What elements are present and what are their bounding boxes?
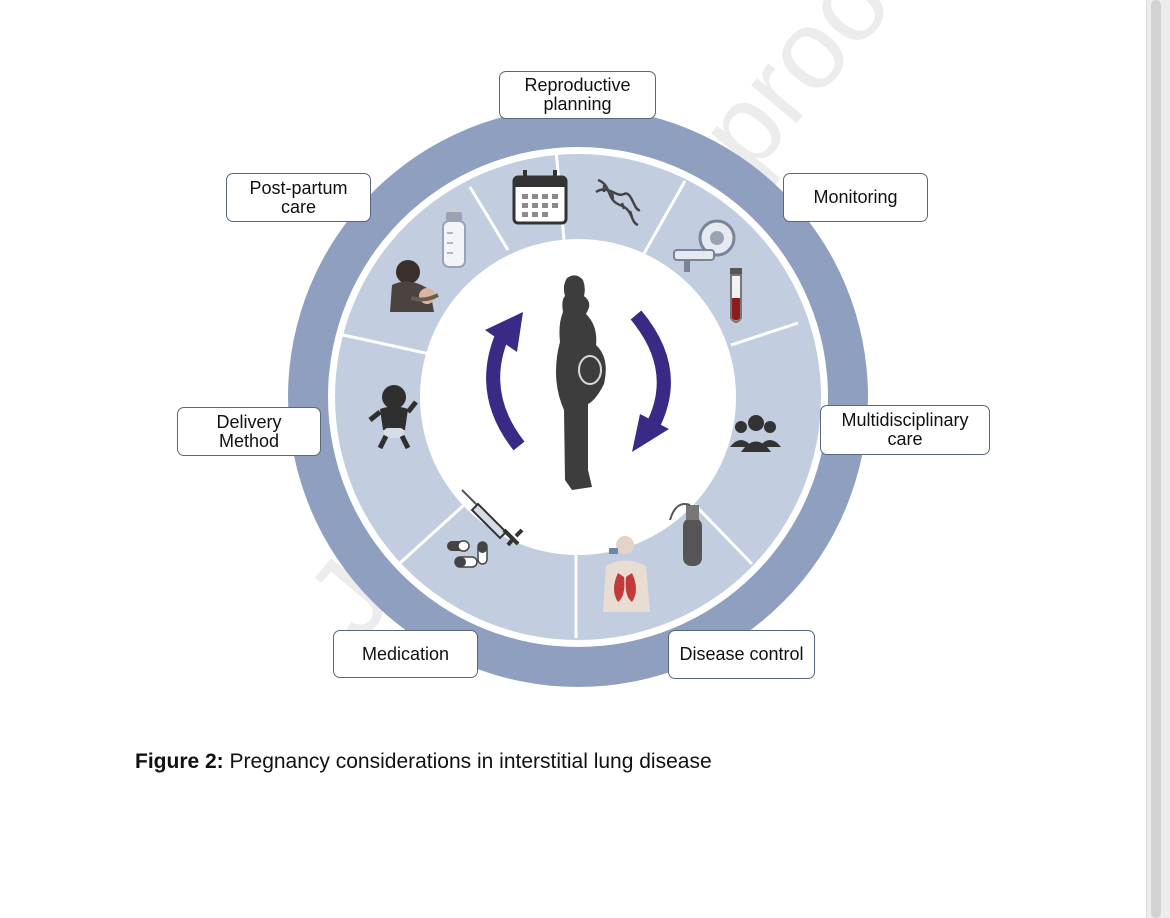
pregnant-woman-silhouette <box>556 275 606 490</box>
figure-caption: Figure 2: Pregnancy considerations in in… <box>135 750 712 774</box>
caption-text: Pregnancy considerations in interstitial… <box>223 750 712 773</box>
left-arrow <box>486 333 525 451</box>
label-medication: Medication <box>333 630 478 678</box>
label-postpartum-care: Post-partum care <box>226 173 371 222</box>
pills-icon <box>447 540 488 568</box>
test-tube-icon <box>730 268 742 323</box>
ct-scanner-icon <box>673 219 736 272</box>
segment-dividers <box>342 149 799 638</box>
scrollbar-thumb[interactable] <box>1151 0 1161 918</box>
right-arrow <box>630 310 671 431</box>
label-reproductive-planning: Reproductive planning <box>499 71 656 119</box>
baby-icon <box>368 385 418 450</box>
right-arrowhead <box>632 414 669 452</box>
dna-icon <box>595 178 641 227</box>
breastfeeding-icon <box>390 260 439 312</box>
label-monitoring: Monitoring <box>783 173 928 222</box>
circular-arrows <box>485 310 671 452</box>
fetus-icon <box>578 355 602 385</box>
baby-bottle-icon <box>442 208 466 268</box>
label-multidisciplinary-care: Multidisciplinary care <box>820 405 990 455</box>
lungs-inhaler-icon <box>603 536 650 612</box>
calendar-icon <box>512 170 568 225</box>
label-disease-control: Disease control <box>668 630 815 679</box>
left-arrowhead <box>485 312 523 352</box>
people-group-icon <box>730 415 781 452</box>
oxygen-tank-icon <box>669 503 702 566</box>
syringe-icon <box>461 489 524 547</box>
caption-label: Figure 2: <box>135 750 224 773</box>
label-delivery-method: Delivery Method <box>177 407 321 456</box>
